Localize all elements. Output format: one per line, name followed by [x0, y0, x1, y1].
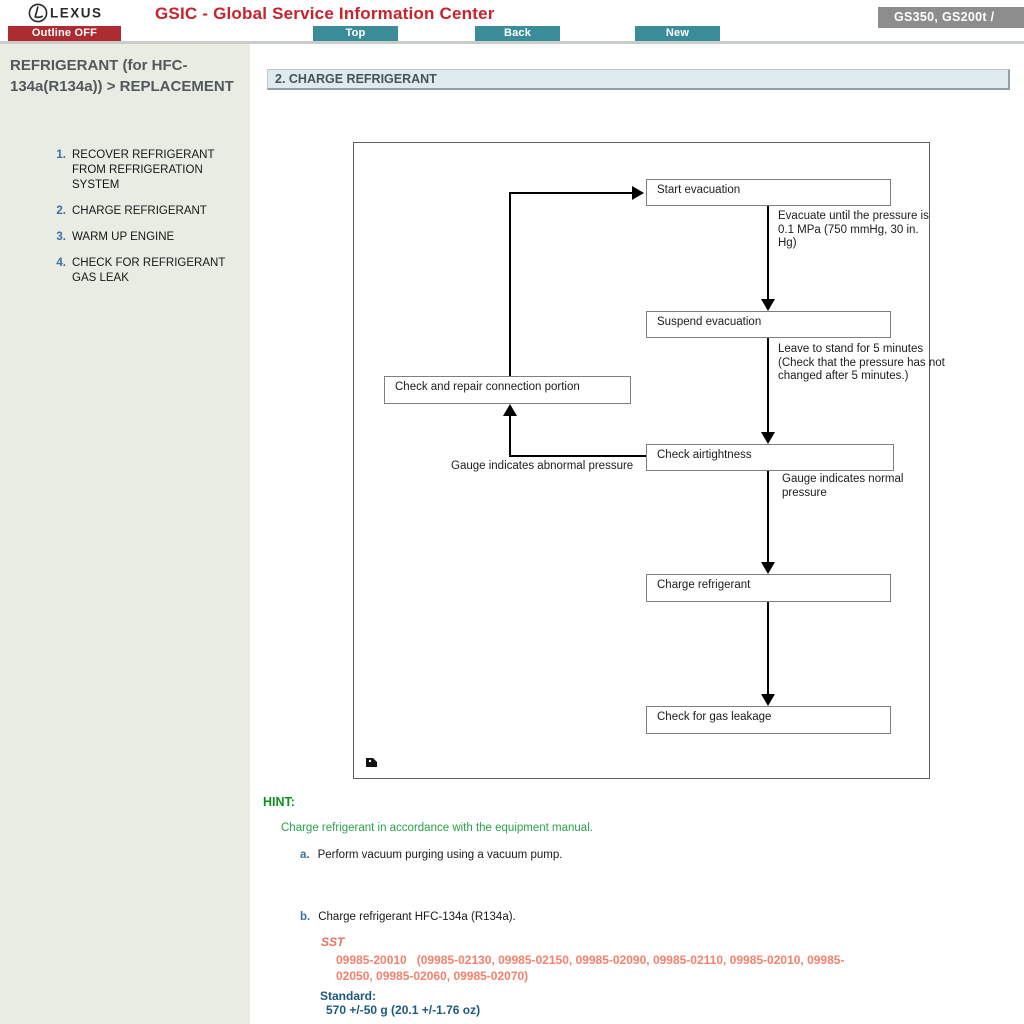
- sidebar: REFRIGERANT (for HFC-134a(R134a)) > REPL…: [0, 44, 250, 1024]
- flow-line: [767, 471, 769, 562]
- flow-node-check-airtightness: Check airtightness: [646, 444, 894, 471]
- hint-text: Charge refrigerant in accordance with th…: [281, 822, 593, 834]
- standard-label: Standard:: [320, 989, 377, 1003]
- arrow-up-icon: [503, 404, 517, 416]
- standard-value: 570 +/-50 g (20.1 +/-1.76 oz): [326, 1003, 481, 1017]
- sidebar-item-recover-refrigerant[interactable]: 1. RECOVER REFRIGERANT FROM REFRIGERATIO…: [0, 148, 250, 193]
- arrow-down-icon: [761, 432, 775, 444]
- flow-line: [767, 602, 769, 694]
- flow-node-start-evacuation: Start evacuation: [646, 179, 891, 206]
- top-button[interactable]: Top: [313, 26, 398, 41]
- edge-label-leave-to-stand: Leave to stand for 5 minutes (Check that…: [778, 343, 945, 383]
- flow-node-charge-refrigerant: Charge refrigerant: [646, 574, 891, 602]
- arrow-down-icon: [761, 562, 775, 574]
- item-number: 3.: [56, 230, 66, 243]
- item-label: WARM UP ENGINE: [72, 230, 175, 243]
- step-text: Charge refrigerant HFC-134a (R134a).: [318, 911, 516, 923]
- arrow-down-icon: [761, 694, 775, 706]
- edge-label-abnormal-pressure: Gauge indicates abnormal pressure: [451, 460, 634, 472]
- procedure-list: 1. RECOVER REFRIGERANT FROM REFRIGERATIO…: [0, 148, 250, 297]
- breadcrumb-title: REFRIGERANT (for HFC-134a(R134a)) > REPL…: [10, 57, 234, 95]
- outline-off-button[interactable]: Outline OFF: [8, 26, 121, 41]
- lexus-logo-icon: LEXUS: [28, 3, 110, 28]
- step-b: b. Charge refrigerant HFC-134a (R134a).: [300, 911, 516, 923]
- arrow-right-icon: [632, 186, 644, 200]
- step-letter: b.: [300, 911, 311, 923]
- back-button[interactable]: Back: [475, 26, 560, 41]
- item-number: 2.: [56, 204, 66, 217]
- edge-label-evacuate-pressure: Evacuate until the pressure is 0.1 MPa (…: [778, 210, 929, 250]
- flow-line: [509, 192, 511, 376]
- item-label: RECOVER REFRIGERANT FROM REFRIGERATION S…: [72, 149, 215, 191]
- sst-numbers-line2: 02050, 09985-02060, 09985-02070): [336, 969, 529, 983]
- item-label: CHARGE REFRIGERANT: [72, 204, 207, 217]
- flow-node-check-repair-connection: Check and repair connection portion: [384, 376, 631, 404]
- sidebar-item-warm-up-engine[interactable]: 3. WARM UP ENGINE: [0, 230, 250, 245]
- flowchart: Start evacuation Suspend evacuation Chec…: [353, 142, 945, 779]
- sst-numbers-line1: 09985-20010 (09985-02130, 09985-02150, 0…: [336, 953, 845, 967]
- flow-line: [509, 192, 632, 194]
- new-button[interactable]: New: [635, 26, 720, 41]
- sidebar-item-check-gas-leak[interactable]: 4. CHECK FOR REFRIGERANT GAS LEAK: [0, 256, 250, 286]
- step-text: Perform vacuum purging using a vacuum pu…: [317, 849, 563, 861]
- step-a: a. Perform vacuum purging using a vacuum…: [300, 849, 562, 861]
- flow-line: [767, 206, 769, 299]
- sidebar-item-charge-refrigerant[interactable]: 2. CHARGE REFRIGERANT: [0, 204, 250, 219]
- flow-line: [509, 455, 646, 457]
- flow-line: [767, 338, 769, 432]
- section-header: 2. CHARGE REFRIGERANT: [267, 69, 1010, 90]
- item-number: 1.: [56, 149, 66, 161]
- flow-node-suspend-evacuation: Suspend evacuation: [646, 311, 891, 338]
- flow-line: [509, 415, 511, 457]
- hint-label: HINT:: [263, 795, 295, 809]
- edge-label-normal-pressure: Gauge indicates normal pressure: [782, 473, 904, 499]
- item-label: CHECK FOR REFRIGERANT GAS LEAK: [72, 256, 226, 284]
- image-marker-icon: [366, 756, 378, 774]
- header-divider: [0, 41, 1024, 44]
- svg-text:LEXUS: LEXUS: [50, 6, 103, 21]
- page-title: GSIC - Global Service Information Center: [155, 4, 495, 23]
- sst-label: SST: [321, 935, 345, 949]
- item-number: 4.: [56, 256, 66, 269]
- flow-node-check-gas-leakage: Check for gas leakage: [646, 706, 891, 734]
- vehicle-model-badge: GS350, GS200t /: [878, 7, 1024, 28]
- step-letter: a.: [300, 849, 310, 861]
- arrow-down-icon: [761, 299, 775, 311]
